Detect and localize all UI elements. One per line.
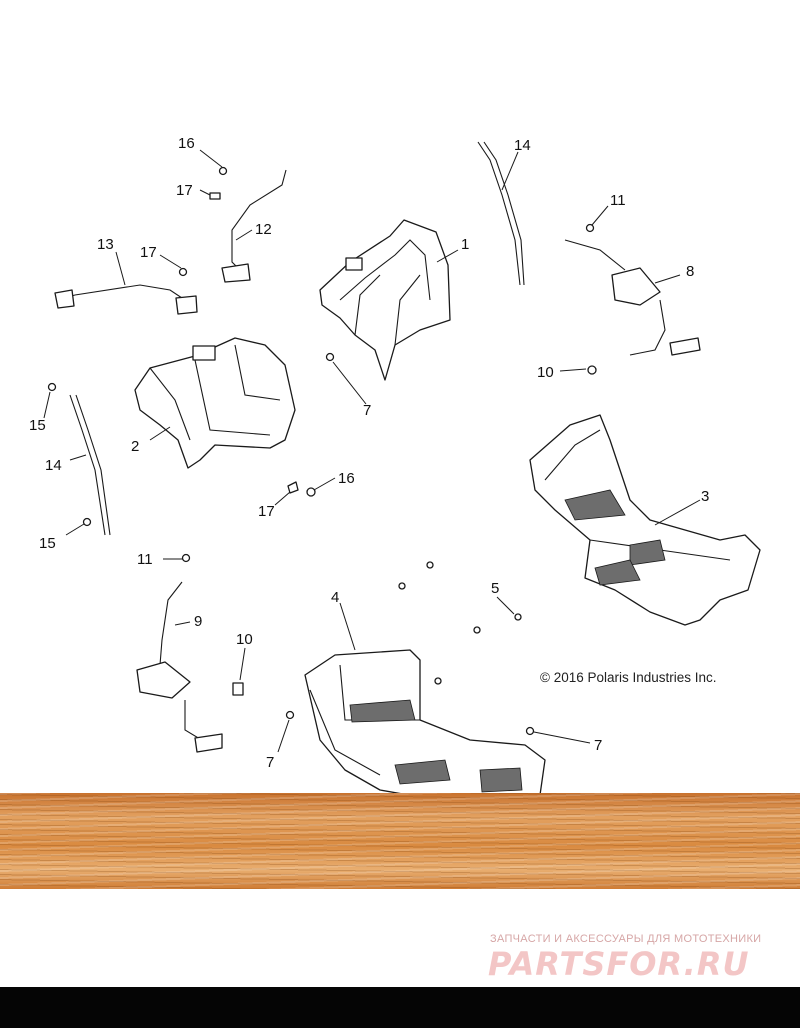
callout-11b: 11 (137, 551, 153, 568)
part-14-strap-left (69, 394, 111, 536)
callout-3: 3 (701, 488, 709, 505)
bottom-black-bar (0, 987, 800, 1028)
callout-16b: 16 (338, 470, 355, 487)
part-8-right-footrest-bracket (564, 239, 701, 356)
callout-14a: 14 (514, 137, 531, 154)
part-12-bracket (221, 169, 287, 283)
callout-2: 2 (131, 438, 139, 455)
part-2-front-fender (134, 337, 296, 469)
leader-lines (43, 149, 701, 753)
callout-9: 9 (194, 613, 202, 630)
fasteners (47, 166, 597, 736)
part-4-left-footwell (304, 649, 546, 798)
watermark-logo: PARTSFOR.RU (488, 945, 750, 983)
callout-7b: 7 (266, 754, 274, 771)
callout-5: 5 (491, 580, 499, 597)
callout-10a: 10 (537, 364, 554, 381)
part-9-left-footrest-bracket (136, 581, 223, 753)
part-1-rear-fender-upper (319, 219, 451, 381)
watermark-tagline: ЗАПЧАСТИ И АКСЕССУАРЫ ДЛЯ МОТОТЕХНИКИ (490, 933, 762, 945)
callout-4: 4 (331, 589, 339, 606)
callout-15a: 15 (29, 417, 46, 434)
callout-14b: 14 (45, 457, 62, 474)
floor-texture-band (0, 793, 800, 889)
callout-7a: 7 (363, 402, 371, 419)
callout-17a: 17 (176, 182, 193, 199)
callout-17c: 17 (258, 503, 275, 520)
callout-17b: 17 (140, 244, 157, 261)
callout-8: 8 (686, 263, 694, 280)
callouts: 1 2 3 4 5 7 7 7 8 9 10 10 11 11 12 13 14… (29, 135, 709, 771)
part-13-bracket (54, 284, 198, 315)
callout-16a: 16 (178, 135, 195, 152)
callout-12: 12 (255, 221, 272, 238)
callout-1: 1 (461, 236, 469, 253)
callout-13: 13 (97, 236, 114, 253)
part-14-strap-right (477, 141, 525, 286)
part-3-right-footwell (529, 414, 761, 626)
callout-15b: 15 (39, 535, 56, 552)
callout-11a: 11 (610, 192, 626, 209)
copyright-notice: © 2016 Polaris Industries Inc. (540, 670, 717, 685)
callout-10b: 10 (236, 631, 253, 648)
callout-7c: 7 (594, 737, 602, 754)
